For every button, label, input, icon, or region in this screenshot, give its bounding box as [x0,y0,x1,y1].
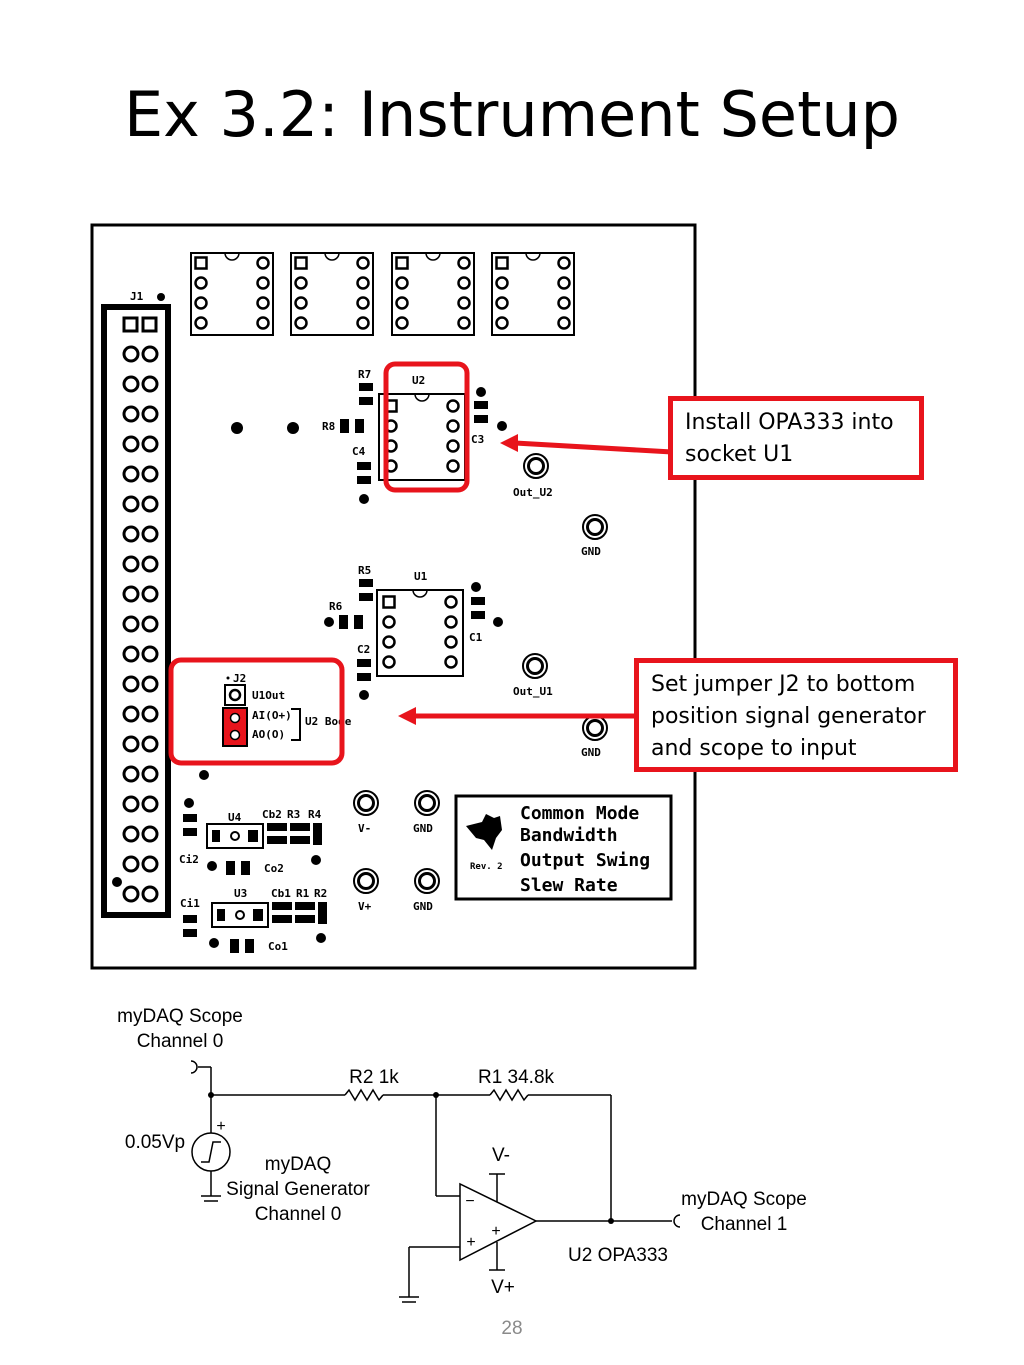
r1-resistor [489,1088,529,1102]
siggen-line2: Signal Generator [226,1179,370,1200]
u1-socket [376,589,464,677]
opamp-label: U2 OPA333 [568,1245,668,1266]
scope-ch0-line2: Channel 0 [137,1031,224,1052]
label-j2: J2 [233,672,246,685]
testpoint-gnd-2 [581,714,609,742]
label-r7: R7 [358,368,371,381]
label-r2: R2 [314,887,327,900]
siggen-line1: myDAQ [265,1154,332,1175]
label-out-u1: Out_U1 [513,685,553,698]
u2-socket [378,393,466,481]
label-ai: AI(O+) [252,709,292,722]
label-r4: R4 [308,808,322,821]
pcb-board-diagram: J1 U2 R7 R8 C4 C3 Out_U2 GND U1 R5 R6 C2… [90,223,697,970]
label-co2: Co2 [264,862,284,875]
label-cb2: Cb2 [262,808,282,821]
u2-highlight [383,361,470,493]
label-c1: C1 [469,631,483,644]
label-gnd-2: GND [581,746,601,759]
label-gnd-3: GND [413,822,433,835]
label-c3: C3 [471,433,484,446]
label-cb1: Cb1 [271,887,291,900]
label-ao: AO(O) [252,728,285,741]
label-u3: U3 [234,887,247,900]
testpoint-gnd-1 [581,513,609,541]
top-socket-4 [492,253,574,335]
exercise-item: Output Swing [520,850,650,871]
vminus-label: V- [492,1145,510,1166]
callout-set-jumper: Set jumper J2 to bottom position signal … [634,658,958,772]
label-r6: R6 [329,600,343,613]
top-socket-3 [392,253,474,335]
label-v-minus: V- [358,822,371,835]
label-co1: Co1 [268,940,288,953]
j2-highlight [168,657,345,766]
top-socket-2 [291,253,373,335]
arrow-to-u2 [500,434,673,455]
signal-source [191,1132,231,1172]
opamp-noninverting-sign: + [466,1234,475,1251]
label-c2: C2 [357,643,370,656]
testpoint-v-plus [352,867,380,895]
top-socket-1 [191,253,273,335]
label-j1: J1 [130,290,144,303]
label-r1: R1 [296,887,310,900]
label-v-plus: V+ [358,900,372,913]
page-number: 28 [501,1318,523,1339]
label-u4: U4 [228,811,242,824]
callout-install-opa333: Install OPA333 into socket U1 [668,396,924,480]
label-u2: U2 [412,374,425,387]
exercise-item: Slew Rate [520,875,618,896]
testpoint-v-minus [352,789,380,817]
label-gnd-1: GND [581,545,601,558]
label-rev: Rev. 2 [470,862,503,872]
label-c4: C4 [352,445,366,458]
exercise-item: Bandwidth [520,825,618,846]
arrow-to-j2 [398,707,638,725]
scope-ch0-line1: myDAQ Scope [117,1006,243,1027]
label-r8: R8 [322,420,335,433]
u4-regulator [206,823,264,849]
testpoint-gnd-3 [413,789,441,817]
r1-label: R1 34.8k [478,1067,555,1088]
source-amplitude: 0.05Vp [125,1132,185,1153]
ti-logo-icon [466,814,502,850]
label-ci1: Ci1 [180,897,200,910]
r2-resistor [344,1088,384,1102]
vplus-label: V+ [491,1277,515,1298]
slide-title: Ex 3.2: Instrument Setup [123,78,901,151]
label-u1out: U1Out [252,689,285,702]
scope-ch1-line1: myDAQ Scope [681,1189,807,1210]
label-out-u2: Out_U2 [513,486,553,499]
testpoint-gnd-4 [413,867,441,895]
r2-label: R2 1k [349,1067,399,1088]
opamp-inverting-sign: − [465,1193,474,1210]
testpoint-out-u1 [521,652,549,680]
exercise-item: Common Mode [520,803,639,824]
j1-header [101,293,171,918]
source-plus-sign: + [216,1118,225,1135]
label-u2-bode: U2 Bode [305,715,352,728]
scope-ch1-line2: Channel 1 [701,1214,788,1235]
label-gnd-4: GND [413,900,433,913]
opamp-symbol [459,1182,538,1262]
label-r5: R5 [358,564,371,577]
label-r3: R3 [287,808,300,821]
siggen-line3: Channel 0 [255,1204,342,1225]
label-ci2: Ci2 [179,853,199,866]
opamp-supply-plus-sign: + [491,1223,500,1240]
label-u1: U1 [414,570,428,583]
testpoint-out-u2 [522,452,550,480]
u3-regulator [211,902,269,928]
